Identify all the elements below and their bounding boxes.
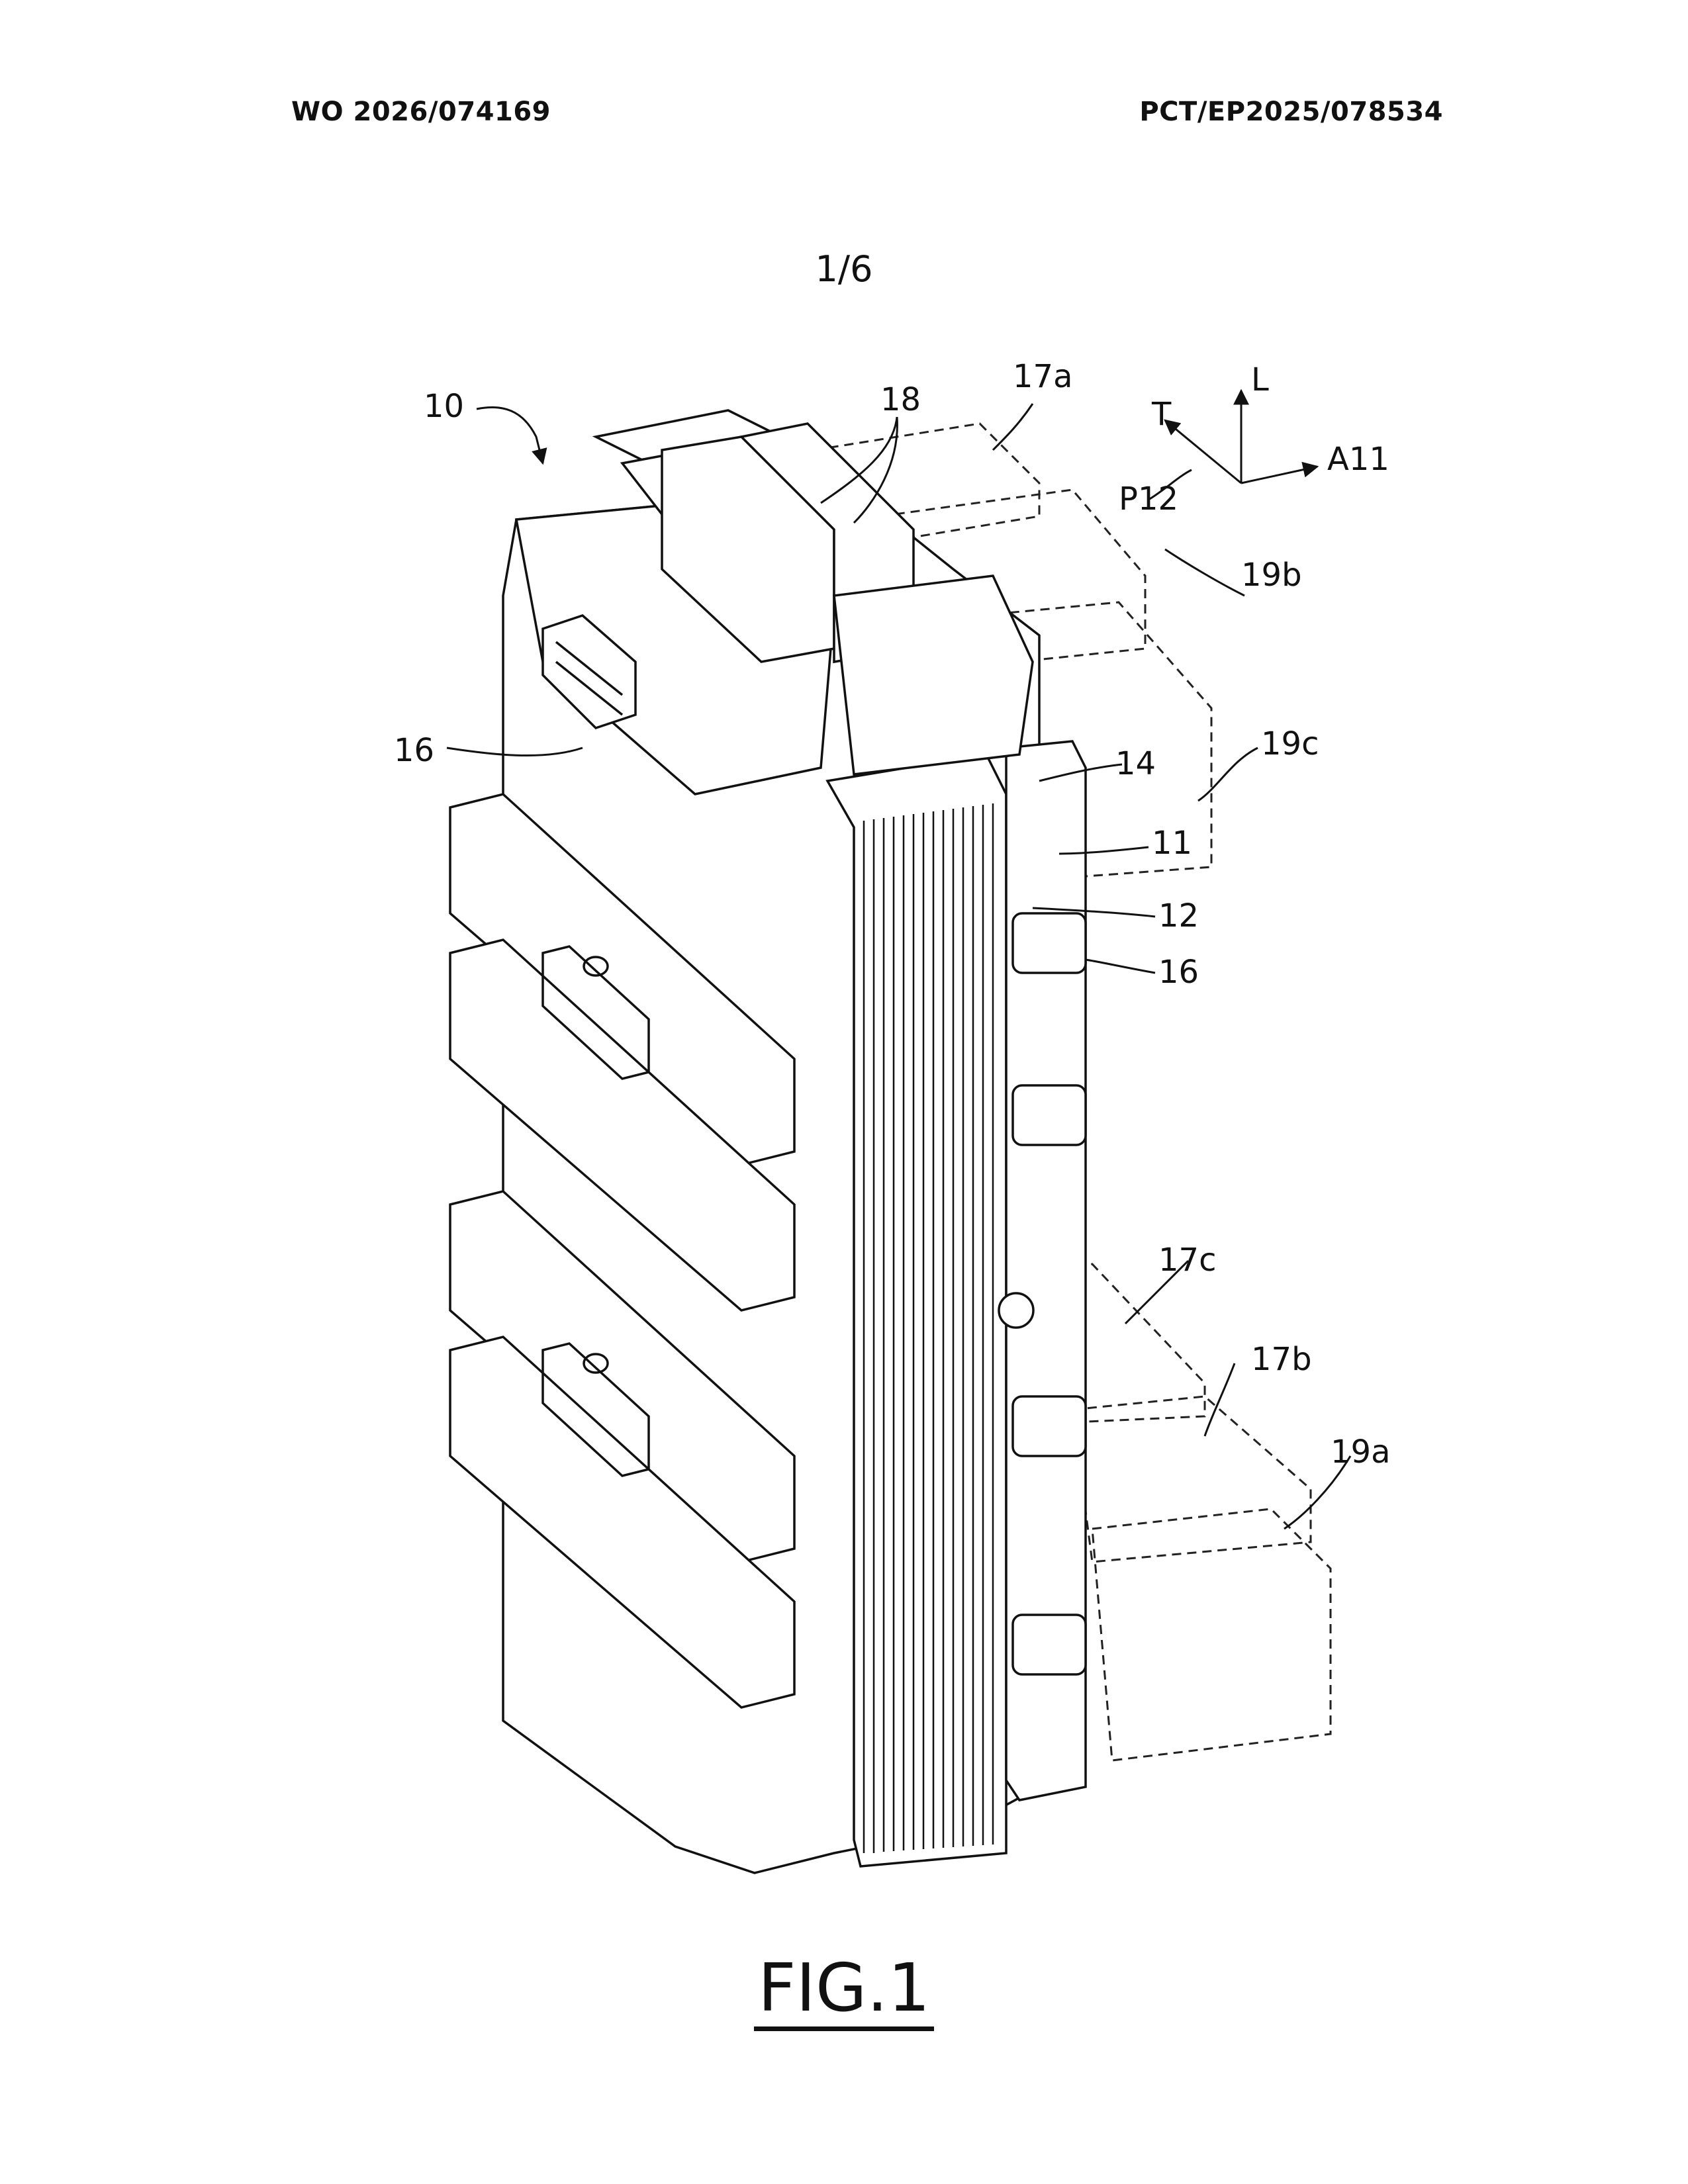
axis-triad [1165,390,1317,483]
ref-19c: 19c [1261,725,1319,762]
right-end-plate [999,741,1086,1800]
cell-stack [827,754,1006,1866]
ref-16-right: 16 [1158,954,1199,991]
ref-17b: 17b [1251,1341,1312,1378]
ref-11: 11 [1152,825,1192,862]
axis-label-a11: A11 [1327,441,1389,478]
axis-label-t: T [1151,396,1172,433]
ref-17c: 17c [1158,1242,1216,1279]
ref-19a: 19a [1331,1433,1391,1471]
ref-18: 18 [880,381,921,418]
ref-10: 10 [424,388,464,425]
ref-12: 12 [1158,897,1199,934]
figure-caption: FIG.1 [0,1949,1688,2026]
axis-label-l: L [1251,361,1269,398]
ref-16-left: 16 [394,732,434,769]
ref-17a: 17a [1013,358,1073,395]
figure-caption-text: FIG.1 [754,1949,934,2031]
ref-19b: 19b [1241,557,1302,594]
axis-label-p12: P12 [1119,480,1178,518]
ref-14: 14 [1115,745,1156,782]
